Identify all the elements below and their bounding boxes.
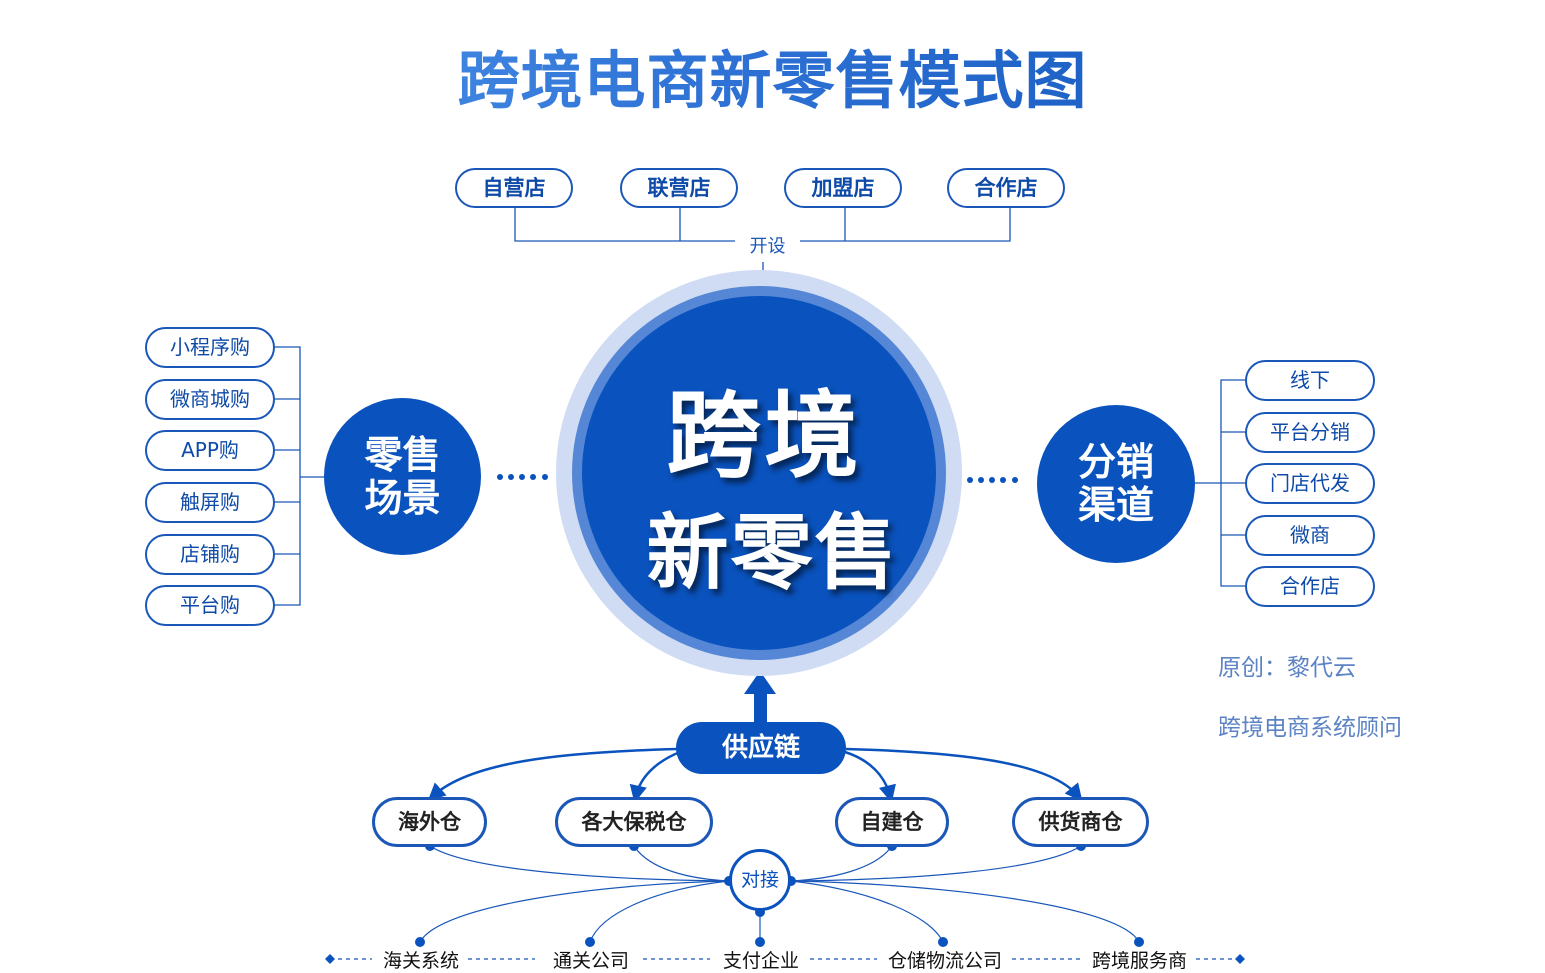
supply-arrows <box>427 747 1083 803</box>
dock-links <box>419 845 1140 943</box>
distribution-item: 合作店 <box>1245 566 1375 607</box>
distribution-channel-node: 分销 渠道 <box>1037 405 1195 563</box>
distribution-line2: 渠道 <box>1077 483 1154 527</box>
credit-author: 原创：黎代云 <box>1218 655 1356 681</box>
store-self-operated: 自营店 <box>455 168 573 208</box>
partner-crossborder-service: 跨境服务商 <box>1092 950 1188 972</box>
warehouse-supplier: 供货商仓 <box>1012 797 1149 847</box>
center-disc <box>556 270 962 676</box>
retail-item: 小程序购 <box>145 327 275 368</box>
center-title-line2: 新零售 <box>646 506 899 601</box>
dot-links <box>497 474 1018 483</box>
distribution-item: 门店代发 <box>1245 463 1375 504</box>
retail-item: 店铺购 <box>145 534 275 575</box>
partner-payment-company: 支付企业 <box>723 950 800 972</box>
distribution-line1: 分销 <box>1077 440 1154 485</box>
retail-item: 微商城购 <box>145 379 275 420</box>
retail-item: 触屏购 <box>145 482 275 523</box>
retail-line1: 零售 <box>364 432 441 477</box>
retail-item: APP购 <box>145 430 275 471</box>
warehouse-overseas: 海外仓 <box>372 797 487 847</box>
credit-role: 跨境电商系统顾问 <box>1218 715 1402 741</box>
retail-line2: 场景 <box>364 475 441 520</box>
store-franchise: 加盟店 <box>784 168 902 208</box>
distribution-item: 微商 <box>1245 515 1375 556</box>
partner-customs-system: 海关系统 <box>383 950 460 972</box>
distribution-item: 平台分销 <box>1245 412 1375 453</box>
distribution-item: 线下 <box>1245 360 1375 401</box>
warehouse-self-built: 自建仓 <box>835 797 949 847</box>
center-title-line1: 跨境 <box>666 382 863 491</box>
up-arrow <box>744 671 776 724</box>
retail-item: 平台购 <box>145 585 275 626</box>
distribution-bracket <box>1195 379 1245 587</box>
open-bracket <box>514 208 1011 272</box>
partner-clearance-company: 通关公司 <box>553 950 630 972</box>
store-joint-operated: 联营店 <box>620 168 738 208</box>
retail-scene-node: 零售 场景 <box>324 398 481 555</box>
warehouse-bonded: 各大保税仓 <box>555 797 713 847</box>
bottom-diamonds <box>325 954 1245 964</box>
partner-logistics-company: 仓储物流公司 <box>888 950 1003 972</box>
supply-chain-node: 供应链 <box>676 722 846 774</box>
store-partner: 合作店 <box>947 168 1065 208</box>
retail-bracket <box>275 346 326 606</box>
dock-node: 对接 <box>729 849 791 911</box>
open-label: 开设 <box>749 236 786 257</box>
diagram-title: 跨境电商新零售模式图 <box>0 30 1545 120</box>
